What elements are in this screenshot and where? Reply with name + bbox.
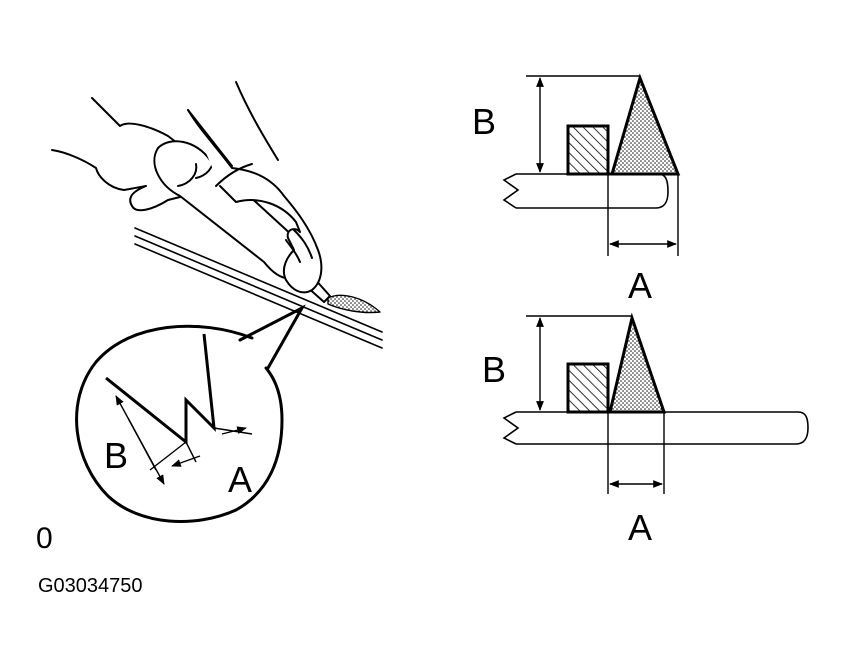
upper-panel xyxy=(516,173,669,209)
lower-triangle xyxy=(608,312,667,414)
panel-edge-lines xyxy=(134,227,383,349)
corner-mark: 0 xyxy=(36,522,53,555)
left-label-a: A xyxy=(228,459,252,500)
figure-code: G03034750 xyxy=(38,575,143,597)
lower-square xyxy=(566,362,610,414)
callout-pointer xyxy=(238,304,306,370)
sealant-bead xyxy=(327,294,381,314)
lower-label-a: A xyxy=(628,507,652,548)
magnifier-callout xyxy=(75,304,306,524)
dim-arrow-B xyxy=(115,395,165,485)
upper-label-b: B xyxy=(472,101,496,142)
hand-with-sealer-gun xyxy=(51,81,383,349)
upper-label-a: A xyxy=(628,265,652,306)
front-sleeve xyxy=(187,81,279,167)
left-label-b: B xyxy=(104,435,128,476)
lower-panel xyxy=(516,411,809,445)
front-glove xyxy=(187,109,323,294)
upper-cross-section xyxy=(502,73,681,256)
finger-lines xyxy=(285,229,313,263)
lower-break xyxy=(502,411,520,445)
sealer-gun-ring2 xyxy=(177,163,198,187)
dim-arrow-A2 xyxy=(221,426,247,435)
upper-triangle xyxy=(610,73,681,176)
front-glove-cuff xyxy=(215,163,253,187)
zigzag-line xyxy=(105,333,216,446)
magnified-bead xyxy=(105,333,253,485)
lower-cross-section xyxy=(502,312,809,494)
lower-label-b: B xyxy=(482,349,506,390)
upper-square xyxy=(566,124,610,176)
callout-circle xyxy=(75,324,284,524)
dim-ext-1 xyxy=(149,441,187,471)
upper-break xyxy=(502,173,520,209)
dim-arrow-A xyxy=(171,455,201,467)
